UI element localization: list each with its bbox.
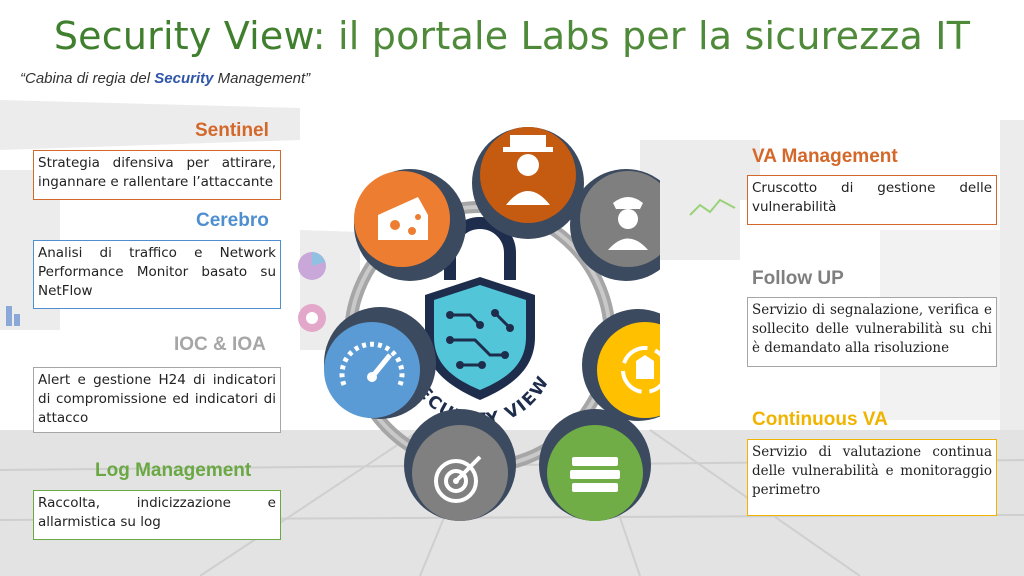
ioc-ioa-description: Alert e gestione H24 di indicatori di co… (33, 367, 281, 433)
books-icon[interactable] (539, 409, 651, 521)
continuous-va-title: Continuous VA (752, 409, 888, 430)
security-wheel: SECURITY VIEW (324, 127, 660, 521)
cerebro-description: Analisi di traffico e Network Performanc… (33, 240, 281, 309)
page-title-main: Security View (53, 14, 313, 58)
cerebro-title: Cerebro (196, 210, 269, 231)
cycle-box-icon[interactable] (582, 309, 660, 421)
va-management-description: Cruscotto di gestione delle vulnerabilit… (747, 175, 997, 225)
cheese-icon[interactable] (354, 169, 466, 281)
page-title-rest: : il portale Labs per la sicurezza IT (312, 14, 971, 58)
page-title: Security View: il portale Labs per la si… (0, 14, 1024, 58)
va-management-title: VA Management (752, 146, 898, 167)
subtitle-bold: Security (154, 70, 214, 87)
gauge-icon[interactable] (324, 307, 436, 419)
hacker-icon[interactable] (472, 127, 584, 239)
subtitle-after: Management” (213, 70, 311, 87)
page-subtitle: “Cabina di regia del Security Management… (20, 70, 310, 87)
subtitle-before: “Cabina di regia del (20, 70, 155, 87)
log-management-description: Raccolta, indicizzazione e allarmistica … (33, 490, 281, 540)
sentinel-title: Sentinel (195, 120, 269, 141)
ioc-ioa-title: IOC & IOA (174, 334, 266, 355)
guard-icon[interactable] (570, 169, 660, 281)
continuous-va-description: Servizio di valutazione continua delle v… (747, 439, 997, 516)
log-management-title: Log Management (95, 460, 252, 481)
follow-up-description: Servizio di segnalazione, verifica e sol… (747, 297, 997, 367)
sentinel-description: Strategia difensiva per attirare, ingann… (33, 150, 281, 200)
follow-up-title: Follow UP (752, 268, 844, 289)
target-icon[interactable] (404, 409, 516, 521)
